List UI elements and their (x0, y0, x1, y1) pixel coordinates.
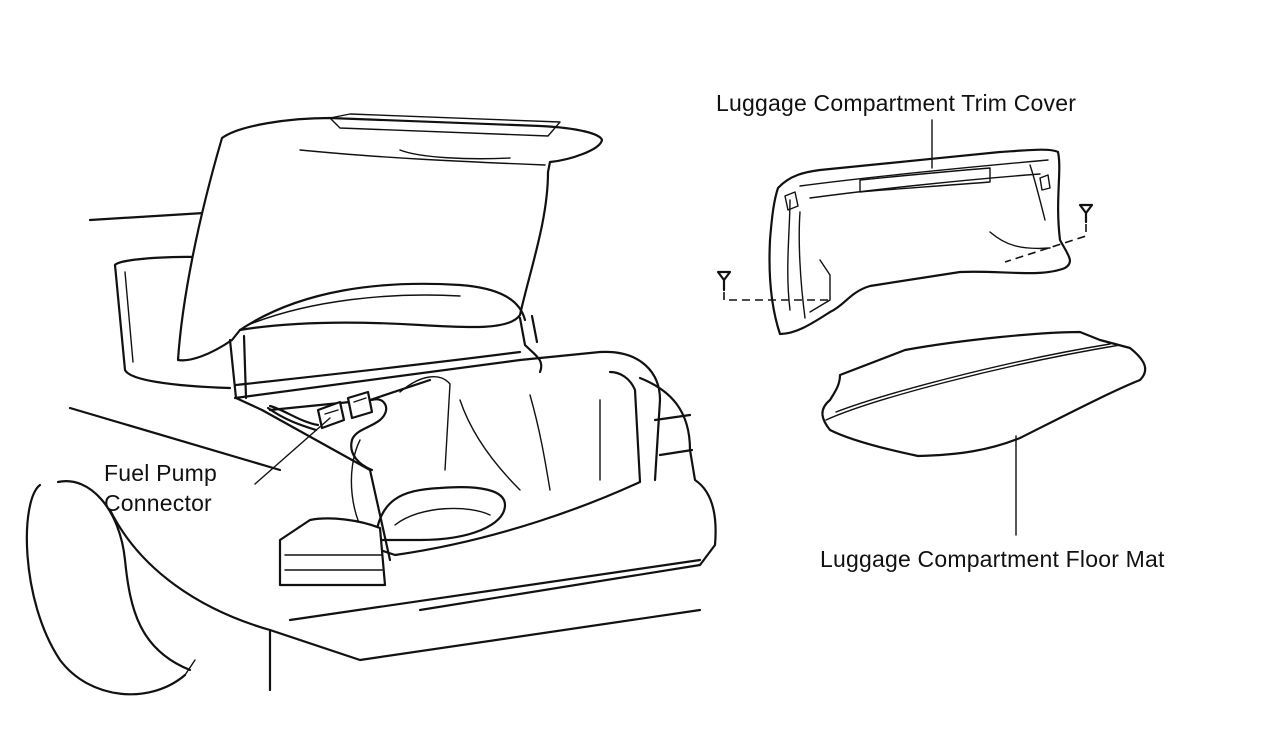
screw-right (1004, 203, 1094, 263)
fuel-pump-leader-line (254, 417, 331, 485)
label-fuel-pump-connector: Fuel Pump Connector (104, 458, 217, 518)
floor-mat-part (821, 330, 1147, 458)
car-body (25, 210, 717, 696)
fuel-pump-connector (266, 390, 388, 472)
label-fuel-pump-line2: Connector (104, 490, 212, 516)
trim-cover-part (768, 148, 1072, 336)
label-fuel-pump-line1: Fuel Pump (104, 460, 218, 486)
label-trim-cover: Luggage Compartment Trim Cover (716, 90, 1077, 116)
screw-left (716, 270, 830, 301)
trunk-lid (176, 113, 604, 400)
label-floor-mat: Luggage Compartment Floor Mat (820, 546, 1165, 572)
